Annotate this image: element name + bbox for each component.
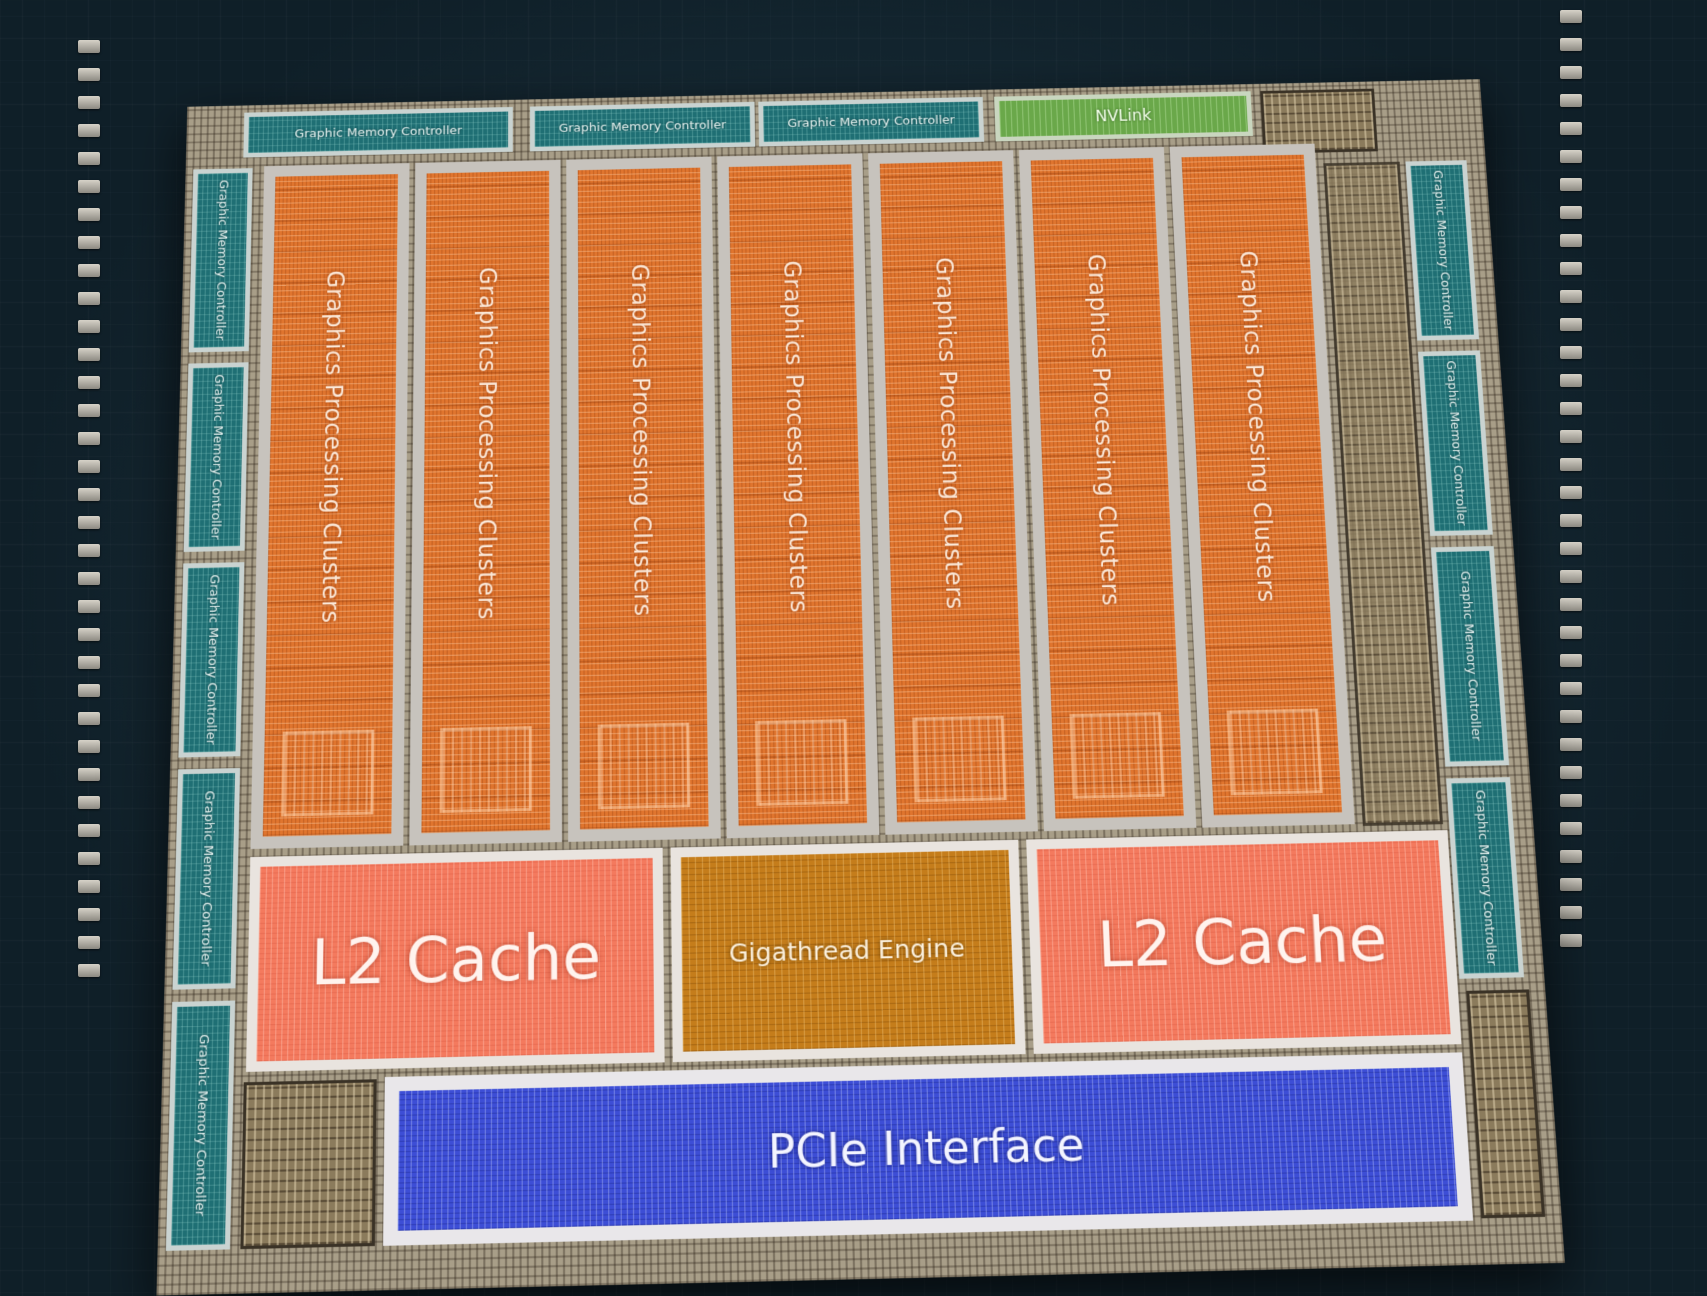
memory-controller-label: Graphic Memory Controller [559,118,727,135]
gpc-label: Graphics Processing Clusters [1082,254,1125,607]
memory-controller-left-1: Graphic Memory Controller [189,168,253,352]
memory-controller-label: Graphic Memory Controller [1471,790,1498,966]
gpc-label: Graphics Processing Clusters [472,267,501,621]
memory-controller-label: Graphic Memory Controller [1457,571,1483,742]
gpc-column-3: Graphics Processing Clusters [566,157,720,842]
nvlink-label: NVLink [1095,107,1152,126]
l2-cache-label: L2 Cache [310,919,601,1000]
memory-controller-label: Graphic Memory Controller [1429,170,1454,331]
corner-logic-bottom-left [240,1079,376,1249]
gpc-footer-logic [440,726,532,813]
memory-controller-right-2: Graphic Memory Controller [1418,350,1493,536]
gpc-label: Graphics Processing Clusters [626,264,657,617]
gpc-column-5: Graphics Processing Clusters [868,150,1038,835]
gpc-label: Graphics Processing Clusters [778,260,813,613]
memory-controller-label: Graphic Memory Controller [191,1034,211,1217]
memory-controller-label: Graphic Memory Controller [787,113,955,130]
gpc-label: Graphics Processing Clusters [1234,251,1281,604]
l2-cache-right: L2 Cache [1026,830,1461,1054]
gpc-footer-logic [281,730,374,817]
pcie-interface: PCIe Interface [383,1052,1473,1246]
l2-cache-left: L2 Cache [246,848,665,1072]
l2-cache-label: L2 Cache [1096,901,1389,981]
left-package-pins [78,40,100,977]
gpc-label: Graphics Processing Clusters [316,270,349,624]
pcie-interface-label: PCIe Interface [768,1118,1086,1178]
gpc-column-2: Graphics Processing Clusters [409,160,562,846]
memory-controller-right-1: Graphic Memory Controller [1405,160,1479,340]
gpc-footer-logic [755,719,849,806]
gpc-footer-logic [598,723,691,810]
memory-controller-top-3: Graphic Memory Controller [758,97,984,147]
right-package-pins [1560,10,1582,947]
memory-controller-label: Graphic Memory Controller [207,374,225,540]
memory-controller-left-5: Graphic Memory Controller [166,1001,235,1251]
memory-controller-label: Graphic Memory Controller [212,180,230,341]
gpu-die: Graphic Memory Controller Graphic Memory… [156,79,1564,1295]
gpc-footer-logic [1227,709,1323,796]
memory-controller-top-2: Graphic Memory Controller [530,102,755,152]
gpc-footer-logic [1069,712,1165,799]
gpc-column-4: Graphics Processing Clusters [717,153,879,838]
gigathread-engine-label: Gigathread Engine [729,933,966,968]
memory-controller-left-4: Graphic Memory Controller [172,768,240,990]
gigathread-engine: Gigathread Engine [671,840,1026,1062]
memory-controller-top-1: Graphic Memory Controller [243,107,513,158]
memory-controller-label: Graphic Memory Controller [197,790,216,966]
memory-controller-label: Graphic Memory Controller [294,124,462,141]
memory-controller-label: Graphic Memory Controller [202,574,221,745]
gpc-label: Graphics Processing Clusters [930,257,969,610]
memory-controller-label: Graphic Memory Controller [1442,360,1468,526]
nvlink-block: NVLink [994,91,1253,141]
gpc-column-1: Graphics Processing Clusters [250,163,409,849]
gpc-footer-logic [912,716,1007,803]
memory-controller-left-2: Graphic Memory Controller [184,362,249,552]
memory-controller-left-3: Graphic Memory Controller [178,562,244,757]
